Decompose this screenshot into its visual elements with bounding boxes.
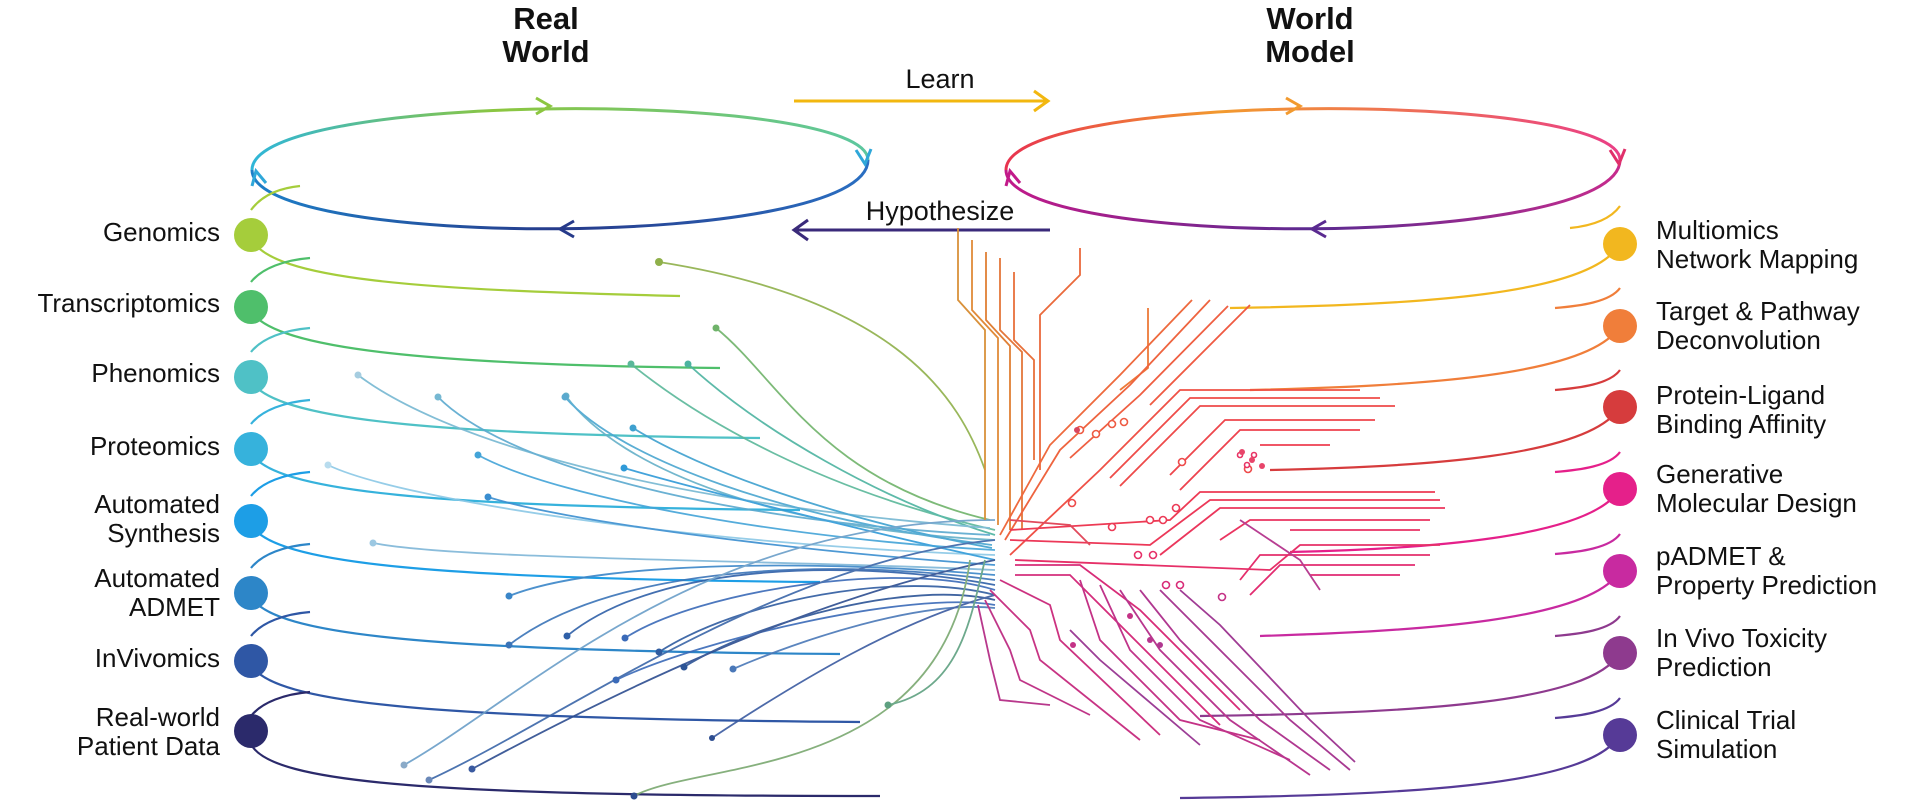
node-clinical-trial-simulation: [1603, 718, 1637, 752]
left-label-invivomics: InVivomics: [94, 643, 220, 673]
right-label-multiomics-network-mapping: Multiomics Network Mapping: [1656, 215, 1859, 274]
right-nodes: [1603, 227, 1637, 752]
left-nodes: [234, 218, 268, 748]
node-multiomics-network-mapping: [1603, 227, 1637, 261]
real-world-cycle: [250, 96, 873, 239]
right-label-generative-molecular-design: Generative Molecular Design: [1656, 459, 1857, 518]
node-in-vivo-toxicity-prediction: [1603, 636, 1637, 670]
hypothesize-label: Hypothesize: [865, 196, 1015, 226]
node-padmet-property-prediction: [1603, 554, 1637, 588]
left-label-phenomics: Phenomics: [91, 358, 220, 388]
right-label-protein-ligand-binding-affinity: Protein-Ligand Binding Affinity: [1656, 380, 1827, 439]
node-automated-admet: [234, 576, 268, 610]
circuit-pads: [1070, 427, 1265, 648]
left-label-automated-synthesis: Automated Synthesis: [94, 489, 220, 548]
learn-label: Learn: [905, 64, 975, 94]
real-world-header-line2: World: [502, 34, 590, 69]
left-label-transcriptomics: Transcriptomics: [37, 288, 220, 318]
node-invivomics: [234, 644, 268, 678]
circuit-vias: [1067, 417, 1258, 602]
node-protein-ligand-binding-affinity: [1603, 390, 1637, 424]
left-label-proteomics: Proteomics: [89, 431, 220, 461]
node-proteomics: [234, 432, 268, 466]
node-automated-synthesis: [234, 504, 268, 538]
data-flow-nodes: [324, 258, 892, 800]
node-genomics: [234, 218, 268, 252]
real-world-header: Real World: [446, 2, 646, 68]
world-model-header-line1: World: [1266, 1, 1354, 36]
data-flow-curves: [327, 261, 996, 797]
node-real-world-patient-data: [234, 714, 268, 748]
world-model-header: World Model: [1210, 2, 1410, 68]
real-world-header-line1: Real: [513, 1, 579, 36]
circuit-traces: [957, 228, 1445, 776]
right-connector-arcs: [1179, 205, 1621, 800]
world-model-cycle: [1004, 96, 1627, 239]
node-transcriptomics: [234, 290, 268, 324]
left-connector-arcs: [249, 184, 881, 798]
left-label-real-world-patient-data: Real-world Patient Data: [76, 702, 220, 761]
right-label-clinical-trial-simulation: Clinical Trial Simulation: [1656, 705, 1797, 764]
right-label-in-vivo-toxicity-prediction: In Vivo Toxicity Prediction: [1656, 623, 1828, 682]
right-label-padmet-property-prediction: pADMET & Property Prediction: [1656, 541, 1878, 600]
left-label-automated-admet: Automated ADMET: [94, 563, 220, 622]
left-label-genomics: Genomics: [102, 217, 220, 247]
hypothesize-arrow: [791, 218, 1050, 242]
node-phenomics: [234, 360, 268, 394]
node-target-pathway-deconvolution: [1603, 309, 1637, 343]
learn-arrow: [794, 89, 1051, 113]
node-generative-molecular-design: [1603, 472, 1637, 506]
right-label-target-pathway-deconvolution: Target & Pathway Deconvolution: [1656, 296, 1860, 355]
world-model-header-line2: Model: [1265, 34, 1355, 69]
